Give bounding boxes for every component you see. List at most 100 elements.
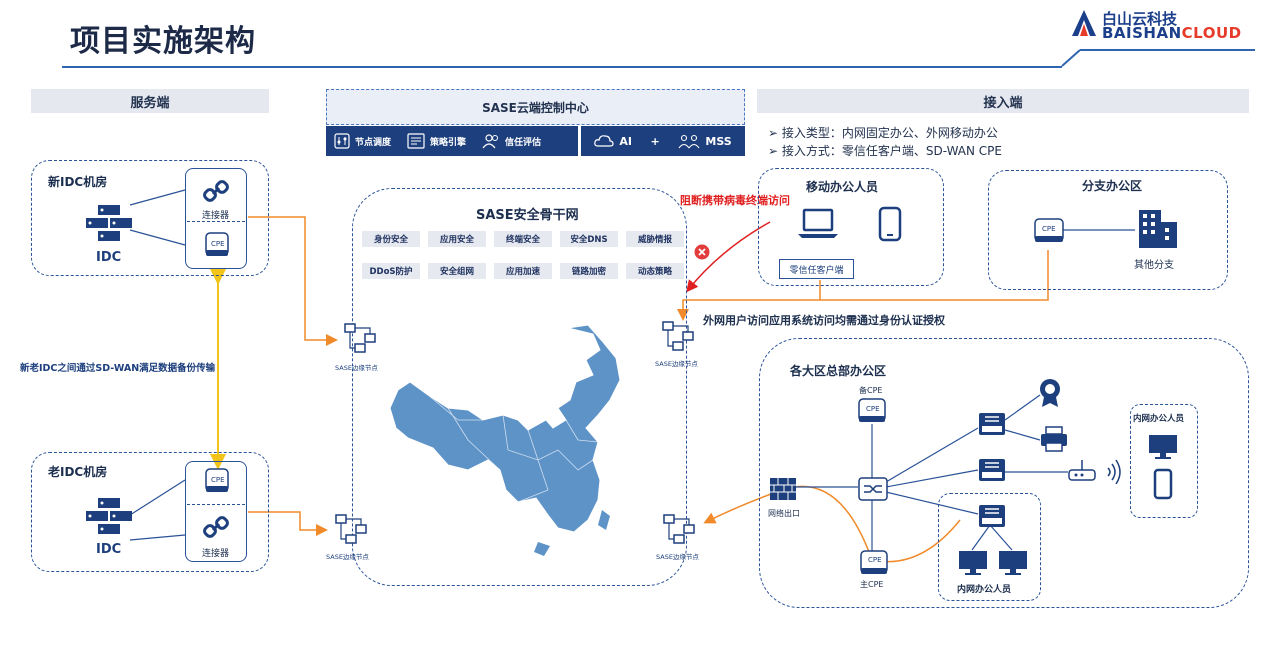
tag-link-encryption: 链路加密 xyxy=(560,263,618,279)
new-idc-box xyxy=(31,160,269,276)
control-item-policy: 策略引擎 xyxy=(407,133,466,149)
desktop-monitor-icon xyxy=(999,551,1027,575)
new-idc-title: 新IDC机房 xyxy=(48,175,108,189)
cpe-device-icon xyxy=(860,550,888,574)
net-exit-label: 网络出口 xyxy=(768,509,800,518)
tag-app-security: 应用安全 xyxy=(428,231,486,247)
main-cpe-label: 主CPE xyxy=(860,580,884,589)
old-idc-device-box xyxy=(185,461,247,562)
old-idc-label: IDC xyxy=(96,542,122,557)
new-idc-device-box xyxy=(185,168,247,269)
connector-link-icon xyxy=(203,180,229,202)
server-rack-icon xyxy=(86,498,132,534)
baishan-logo-icon xyxy=(1072,10,1096,36)
smartphone-icon xyxy=(1153,468,1173,500)
policy-engine-icon xyxy=(407,133,425,149)
office-building-icon xyxy=(1139,210,1177,248)
cloud-ai-icon xyxy=(594,135,614,147)
title-underline xyxy=(62,66,1062,68)
edge-node-icon xyxy=(344,323,376,353)
block-virus-note: 阻断携带病毒终端访问 xyxy=(680,194,790,207)
server-rack-icon xyxy=(86,205,132,241)
tag-ddos: DDoS防护 xyxy=(362,263,420,279)
mobile-office-title: 移动办公人员 xyxy=(806,180,879,194)
access-switch-icon xyxy=(979,505,1005,527)
control-center-bar-right: AI + MSS xyxy=(581,126,745,156)
award-badge-icon xyxy=(1040,379,1060,407)
main-cpe-text: CPE xyxy=(868,556,882,564)
edge-node-label-right-bottom: SASE边缘节点 xyxy=(656,553,699,561)
intranet-users-bottom-label: 内网办公人员 xyxy=(957,585,1012,595)
old-idc-cpe-label: CPE xyxy=(211,476,225,484)
desktop-monitor-icon xyxy=(1149,435,1177,459)
backup-cpe-text: CPE xyxy=(866,405,880,413)
old-idc-title: 老IDC机房 xyxy=(48,465,108,479)
hq-office-box xyxy=(759,338,1249,608)
backup-cpe-label: 备CPE xyxy=(859,386,883,395)
users-icon xyxy=(482,134,499,149)
control-item-ai: AI xyxy=(594,133,632,149)
auth-note: 外网用户访问应用系统访问均需通过身份认证授权 xyxy=(703,314,945,327)
tag-endpoint-security: 终端安全 xyxy=(494,231,552,247)
edge-node-label-left-bottom: SASE边缘节点 xyxy=(326,553,369,561)
logo-chinese: 白山云科技 xyxy=(1102,10,1178,28)
page-title: 项目实施架构 xyxy=(70,24,256,59)
sliders-icon xyxy=(334,133,350,149)
edge-node-label-left-top: SASE边缘节点 xyxy=(335,364,378,372)
branch-cpe-label: CPE xyxy=(1042,225,1056,233)
cpe-device-icon xyxy=(1034,218,1064,242)
access-switch-icon xyxy=(979,459,1005,481)
backbone-title: SASE安全骨干网 xyxy=(476,208,579,223)
team-icon xyxy=(678,134,700,149)
intranet-users-right-label: 内网办公人员 xyxy=(1133,414,1185,424)
laptop-icon xyxy=(798,208,838,238)
control-center-title: SASE云端控制中心 xyxy=(326,89,745,125)
mobile-office-box xyxy=(758,168,944,286)
cpe-device-icon xyxy=(205,468,229,492)
zero-trust-client: 零信任客户端 xyxy=(779,259,854,279)
server-side-header: 服务端 xyxy=(31,89,269,113)
hq-office-title: 各大区总部办公区 xyxy=(790,364,887,378)
tag-secure-dns: 安全DNS xyxy=(560,231,618,247)
smartphone-icon xyxy=(878,206,902,242)
control-item-scheduling: 节点调度 xyxy=(334,133,391,149)
cpe-device-icon xyxy=(858,398,886,422)
new-idc-label: IDC xyxy=(96,250,122,265)
access-type-line: 接入类型：内网固定办公、外网移动办公 xyxy=(768,124,1002,142)
access-side-header: 接入端 xyxy=(757,89,1249,113)
access-info: 接入类型：内网固定办公、外网移动办公 接入方式：零信任客户端、SD-WAN CP… xyxy=(768,124,1002,160)
new-idc-cpe-label: CPE xyxy=(211,240,225,248)
access-switch-icon xyxy=(979,413,1005,435)
blocked-x-icon xyxy=(694,244,710,260)
edge-node-label-right-top: SASE边缘节点 xyxy=(655,360,698,368)
title-underline-slant xyxy=(1061,49,1255,67)
tag-threat-intel: 威胁情报 xyxy=(626,231,684,247)
cpe-device-icon xyxy=(205,232,229,256)
control-center-bar-left: 节点调度 策略引擎 信任评估 xyxy=(326,126,578,156)
access-method-line: 接入方式：零信任客户端、SD-WAN CPE xyxy=(768,142,1002,160)
logo-english: BAISHANCLOUD xyxy=(1102,24,1242,42)
intranet-users-right-box xyxy=(1130,404,1198,518)
old-idc-box xyxy=(31,452,269,572)
branch-office-box xyxy=(988,170,1228,290)
tag-app-acceleration: 应用加速 xyxy=(494,263,552,279)
old-idc-divider xyxy=(187,504,245,505)
firewall-icon xyxy=(770,478,796,500)
sdwan-note: 新老IDC之间通过SD-WAN满足数据备份传输 xyxy=(20,363,216,374)
wireless-router-icon xyxy=(1068,459,1121,484)
branch-office-title: 分支办公区 xyxy=(1082,179,1143,193)
intranet-users-bottom-box xyxy=(938,493,1041,601)
new-idc-connector-label: 连接器 xyxy=(202,211,230,221)
core-switch-icon xyxy=(858,477,888,501)
printer-icon xyxy=(1041,426,1067,452)
sase-backbone-box xyxy=(352,188,687,586)
old-idc-connector-label: 连接器 xyxy=(202,549,230,559)
control-plus: + xyxy=(650,134,660,148)
other-branch-label: 其他分支 xyxy=(1134,260,1174,271)
edge-node-icon xyxy=(662,321,694,351)
new-idc-divider xyxy=(187,221,245,222)
control-item-trust: 信任评估 xyxy=(482,133,541,149)
connector-link-icon xyxy=(203,516,229,538)
china-map-icon xyxy=(389,324,621,556)
edge-node-icon xyxy=(335,514,367,544)
